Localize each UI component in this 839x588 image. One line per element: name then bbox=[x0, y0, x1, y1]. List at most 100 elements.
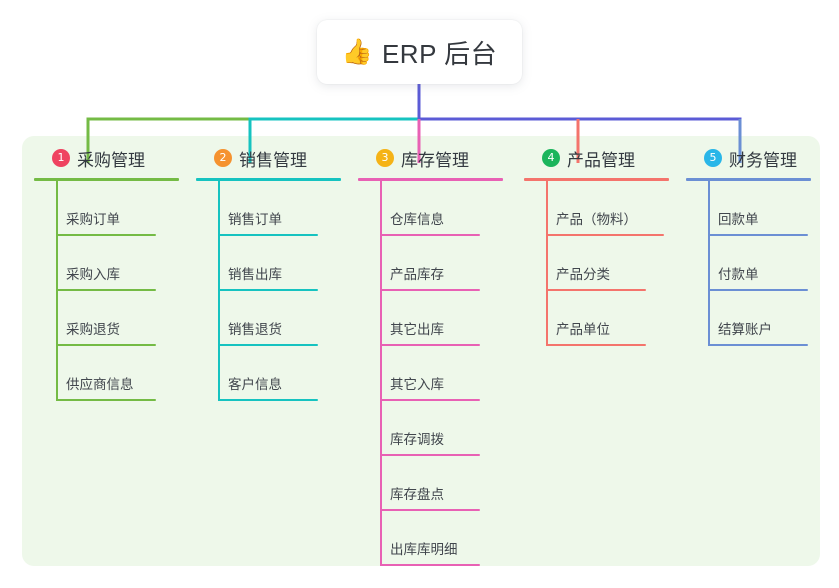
leaf-item-underline bbox=[218, 399, 318, 401]
leaf-item-underline bbox=[56, 289, 156, 291]
leaf-item-underline bbox=[218, 344, 318, 346]
leaf-item[interactable]: 销售退货 bbox=[196, 291, 341, 346]
leaf-item-label: 销售出库 bbox=[228, 267, 282, 282]
column-header[interactable]: 2 销售管理 bbox=[196, 146, 341, 170]
leaf-item-underline bbox=[546, 234, 664, 236]
leaf-item-underline bbox=[380, 509, 480, 511]
leaf-item[interactable]: 采购入库 bbox=[34, 236, 179, 291]
leaf-item-label: 其它入库 bbox=[390, 377, 444, 392]
leaf-item[interactable]: 其它出库 bbox=[358, 291, 503, 346]
leaf-item[interactable]: 仓库信息 bbox=[358, 181, 503, 236]
column-underline bbox=[524, 178, 669, 181]
leaf-item-label: 销售订单 bbox=[228, 212, 282, 227]
column-spine bbox=[380, 181, 382, 566]
root-node-content: 👍 ERP 后台 bbox=[342, 34, 497, 71]
column-spine bbox=[218, 181, 220, 401]
leaf-item[interactable]: 产品分类 bbox=[524, 236, 669, 291]
leaf-item-label: 产品分类 bbox=[556, 267, 610, 282]
leaf-item-underline bbox=[380, 289, 480, 291]
leaf-item-label: 产品库存 bbox=[390, 267, 444, 282]
leaf-item[interactable]: 库存调拨 bbox=[358, 401, 503, 456]
leaf-item-underline bbox=[380, 344, 480, 346]
leaf-item[interactable]: 结算账户 bbox=[686, 291, 811, 346]
column-items: 回款单付款单结算账户 bbox=[686, 181, 811, 346]
leaf-item[interactable]: 产品（物料） bbox=[524, 181, 669, 236]
leaf-item-label: 采购入库 bbox=[66, 267, 120, 282]
leaf-item-label: 付款单 bbox=[718, 267, 759, 282]
column-header[interactable]: 5 财务管理 bbox=[686, 146, 811, 170]
leaf-item[interactable]: 产品单位 bbox=[524, 291, 669, 346]
column-items: 产品（物料） 产品分类产品单位 bbox=[524, 181, 669, 346]
column-5: 5 财务管理回款单付款单结算账户 bbox=[686, 146, 811, 346]
leaf-item-label: 出库库明细 bbox=[390, 542, 458, 557]
leaf-item-underline bbox=[56, 399, 156, 401]
column-title: 销售管理 bbox=[239, 150, 307, 170]
column-underline bbox=[34, 178, 179, 181]
root-node-title: ERP 后台 bbox=[381, 38, 498, 69]
leaf-item-label: 库存盘点 bbox=[390, 487, 444, 502]
column-header[interactable]: 4 产品管理 bbox=[524, 146, 669, 170]
column-number-badge: 4 bbox=[542, 149, 560, 167]
column-number-badge: 2 bbox=[214, 149, 232, 167]
leaf-item[interactable]: 库存盘点 bbox=[358, 456, 503, 511]
leaf-item-underline bbox=[380, 564, 480, 566]
mindmap-panel bbox=[22, 136, 820, 566]
column-header[interactable]: 1 采购管理 bbox=[34, 146, 179, 170]
column-number-badge: 3 bbox=[376, 149, 394, 167]
leaf-item-underline bbox=[56, 344, 156, 346]
column-title: 财务管理 bbox=[729, 150, 797, 170]
leaf-item-underline bbox=[546, 289, 646, 291]
column-1: 1 采购管理采购订单采购入库采购退货供应商信息 bbox=[34, 146, 179, 401]
leaf-item-underline bbox=[380, 454, 480, 456]
column-header[interactable]: 3 库存管理 bbox=[358, 146, 503, 170]
leaf-item-underline bbox=[380, 234, 480, 236]
column-underline bbox=[196, 178, 341, 181]
leaf-item[interactable]: 付款单 bbox=[686, 236, 811, 291]
column-4: 4 产品管理产品（物料） 产品分类产品单位 bbox=[524, 146, 669, 346]
column-number-badge: 5 bbox=[704, 149, 722, 167]
column-number-badge: 1 bbox=[52, 149, 70, 167]
leaf-item-label: 仓库信息 bbox=[390, 212, 444, 227]
column-underline bbox=[686, 178, 811, 181]
leaf-item[interactable]: 销售订单 bbox=[196, 181, 341, 236]
leaf-item-label: 库存调拨 bbox=[390, 432, 444, 447]
leaf-item-underline bbox=[708, 344, 808, 346]
leaf-item-underline bbox=[218, 234, 318, 236]
column-items: 仓库信息产品库存其它出库其它入库库存调拨库存盘点出库库明细 bbox=[358, 181, 503, 566]
leaf-item-label: 结算账户 bbox=[718, 322, 772, 337]
leaf-item-underline bbox=[56, 234, 156, 236]
column-title: 产品管理 bbox=[567, 150, 635, 170]
column-items: 销售订单销售出库销售退货客户信息 bbox=[196, 181, 341, 401]
leaf-item[interactable]: 客户信息 bbox=[196, 346, 341, 401]
leaf-item-underline bbox=[708, 289, 808, 291]
leaf-item[interactable]: 销售出库 bbox=[196, 236, 341, 291]
leaf-item[interactable]: 采购退货 bbox=[34, 291, 179, 346]
thumbs-up-icon: 👍 bbox=[341, 37, 373, 66]
column-2: 2 销售管理销售订单销售出库销售退货客户信息 bbox=[196, 146, 341, 401]
leaf-item-underline bbox=[546, 344, 646, 346]
leaf-item[interactable]: 供应商信息 bbox=[34, 346, 179, 401]
column-underline bbox=[358, 178, 503, 181]
leaf-item[interactable]: 回款单 bbox=[686, 181, 811, 236]
column-3: 3 库存管理仓库信息产品库存其它出库其它入库库存调拨库存盘点出库库明细 bbox=[358, 146, 503, 566]
leaf-item-label: 客户信息 bbox=[228, 377, 282, 392]
leaf-item-label: 产品（物料） bbox=[556, 212, 637, 227]
leaf-item[interactable]: 其它入库 bbox=[358, 346, 503, 401]
leaf-item-underline bbox=[218, 289, 318, 291]
leaf-item[interactable]: 产品库存 bbox=[358, 236, 503, 291]
column-title: 采购管理 bbox=[77, 150, 145, 170]
leaf-item[interactable]: 出库库明细 bbox=[358, 511, 503, 566]
column-spine bbox=[546, 181, 548, 346]
leaf-item-label: 采购退货 bbox=[66, 322, 120, 337]
leaf-item-underline bbox=[380, 399, 480, 401]
column-spine bbox=[56, 181, 58, 401]
root-node-card[interactable]: 👍 ERP 后台 bbox=[317, 20, 522, 84]
column-spine bbox=[708, 181, 710, 346]
leaf-item[interactable]: 采购订单 bbox=[34, 181, 179, 236]
leaf-item-label: 供应商信息 bbox=[66, 377, 134, 392]
column-title: 库存管理 bbox=[401, 150, 469, 170]
leaf-item-label: 回款单 bbox=[718, 212, 759, 227]
leaf-item-label: 采购订单 bbox=[66, 212, 120, 227]
